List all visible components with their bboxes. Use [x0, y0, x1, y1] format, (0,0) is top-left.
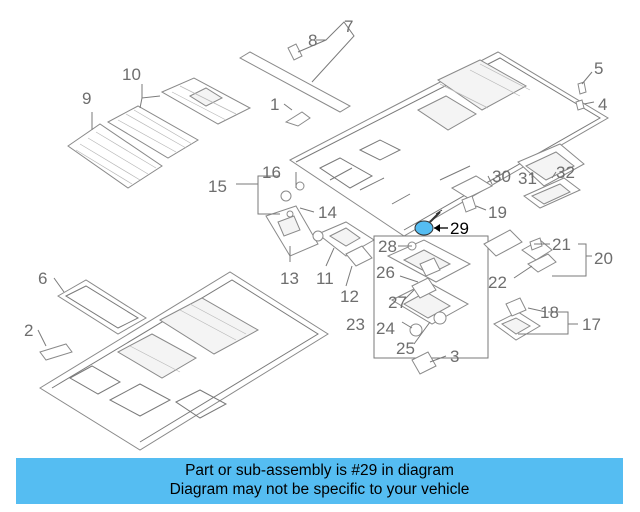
pointer-arrow-29 — [434, 224, 448, 232]
label-26: 26 — [376, 263, 395, 282]
grab-handle-1 — [284, 111, 311, 127]
label-8: 8 — [308, 31, 317, 50]
label-17: 17 — [582, 315, 601, 334]
label-18: 18 — [540, 303, 559, 322]
overhead-console-group — [373, 235, 489, 359]
exploded-parts-diagram: 1 2 3 4 5 6 7 8 9 10 11 12 13 14 15 16 1… — [24, 17, 613, 451]
sunroof-frame-6 — [57, 279, 147, 335]
clip-12 — [345, 245, 373, 267]
leader-lines — [37, 21, 595, 363]
part-labels: 1 2 3 4 5 6 7 8 9 10 11 12 13 14 15 16 1… — [24, 17, 613, 366]
label-24: 24 — [376, 319, 395, 338]
label-32: 32 — [556, 163, 575, 182]
label-31: 31 — [518, 169, 537, 188]
label-15: 15 — [208, 177, 227, 196]
label-16: 16 — [262, 163, 281, 182]
label-23: 23 — [346, 315, 365, 334]
label-9: 9 — [82, 89, 91, 108]
bracket-3 — [411, 351, 437, 375]
label-5: 5 — [594, 59, 603, 78]
label-22: 22 — [488, 273, 507, 292]
label-1: 1 — [270, 95, 279, 114]
label-25: 25 — [396, 339, 415, 358]
label-20: 20 — [594, 249, 613, 268]
label-12: 12 — [340, 287, 359, 306]
upper-headliner — [289, 51, 609, 237]
clip-19 — [461, 195, 477, 213]
label-6: 6 — [38, 269, 47, 288]
panel-9 — [67, 123, 163, 189]
panel-10a — [106, 105, 199, 159]
bracket-30 — [450, 175, 494, 199]
label-14: 14 — [318, 203, 337, 222]
lamp-17 — [493, 297, 541, 341]
label-19: 19 — [488, 203, 507, 222]
label-29-highlighted: 29 — [450, 219, 469, 238]
part-29-highlighted — [414, 209, 443, 236]
label-13: 13 — [280, 269, 299, 288]
banner-line-2: Diagram may not be specific to your vehi… — [169, 481, 470, 498]
label-7: 7 — [344, 17, 353, 36]
label-11: 11 — [316, 269, 334, 288]
roof-trim-strip — [238, 43, 352, 113]
label-3: 3 — [450, 347, 459, 366]
clip-5 — [577, 81, 587, 95]
label-27: 27 — [388, 293, 407, 312]
label-21: 21 — [552, 235, 571, 254]
switch-assembly-22 — [483, 229, 557, 273]
label-10: 10 — [122, 65, 141, 84]
sun-visor-13 — [265, 181, 319, 257]
label-28: 28 — [378, 237, 397, 256]
label-4: 4 — [598, 95, 607, 114]
banner-line-1: Part or sub-assembly is #29 in diagram — [185, 462, 454, 479]
grab-handle-2 — [39, 343, 73, 361]
info-banner: Part or sub-assembly is #29 in diagram D… — [16, 458, 623, 504]
label-2: 2 — [24, 321, 33, 340]
lower-headliner — [39, 271, 329, 451]
clip-4 — [575, 99, 585, 111]
lamp-assembly-31 — [517, 143, 585, 209]
panel-10b — [160, 77, 252, 125]
label-30: 30 — [492, 167, 511, 186]
